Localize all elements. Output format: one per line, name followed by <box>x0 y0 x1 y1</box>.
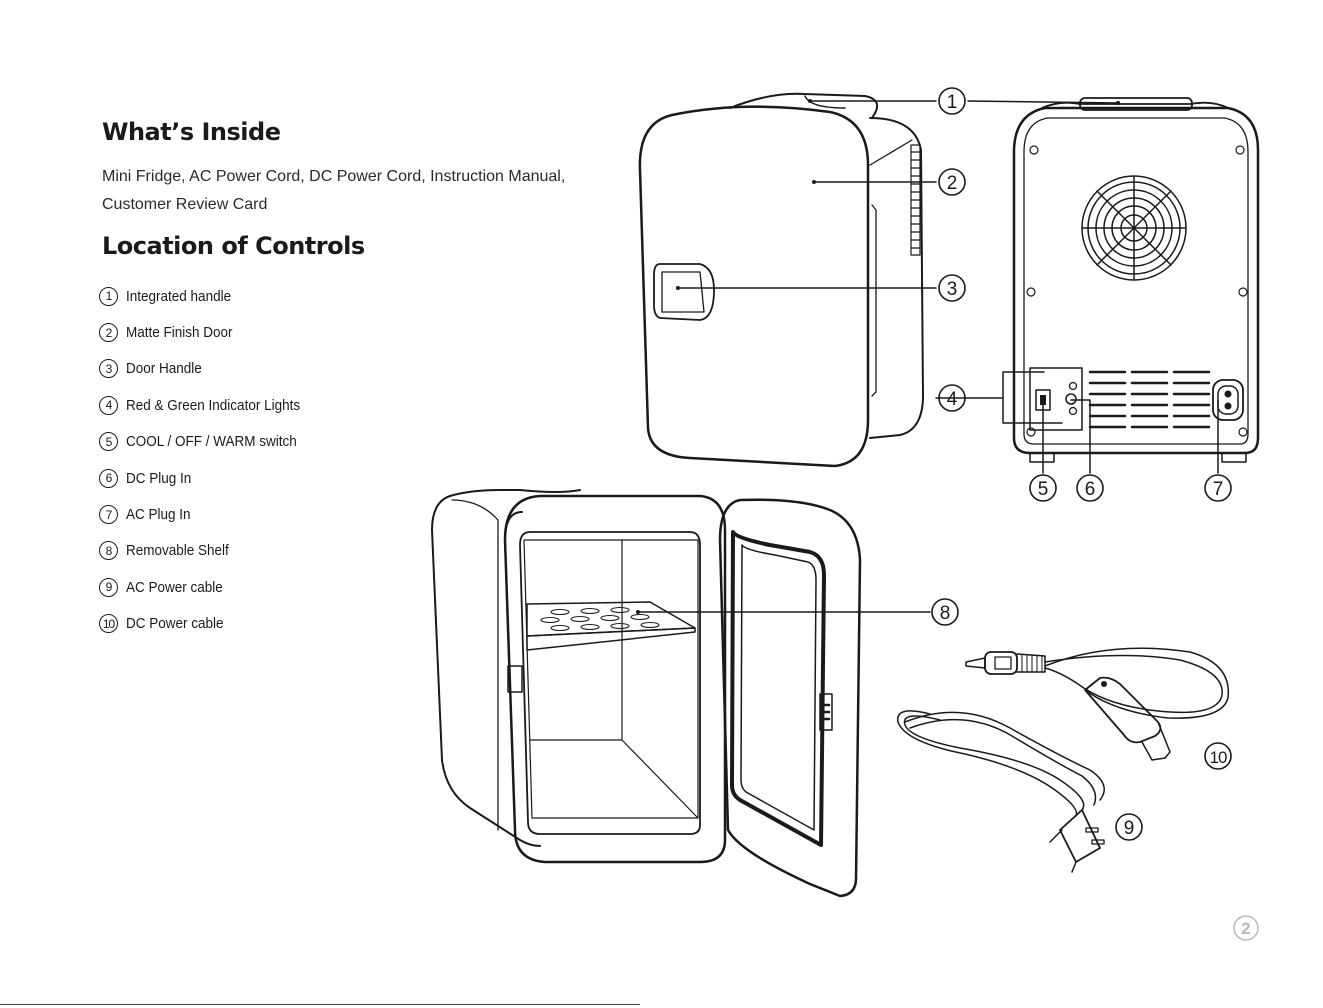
control-label: Integrated handle <box>126 287 232 305</box>
control-number: 9 <box>99 577 118 597</box>
callout-1-number: 1 <box>947 92 958 113</box>
control-item: 9 AC Power cable <box>99 569 319 605</box>
fridge-open-view <box>431 489 862 898</box>
control-label: DC Plug In <box>126 469 192 487</box>
callout-3: 3 <box>938 274 966 302</box>
control-number: 2 <box>99 323 118 343</box>
page-number-text: 2 <box>1241 919 1250 938</box>
fridge-front-view <box>638 92 924 468</box>
fridge-back-view <box>1012 97 1260 463</box>
control-number: 10 <box>99 614 118 634</box>
control-item: 1 Integrated handle <box>99 278 319 314</box>
control-label: Red & Green Indicator Lights <box>126 396 301 414</box>
control-label: Removable Shelf <box>126 542 229 560</box>
callout-6-number: 6 <box>1085 479 1096 500</box>
control-number: 3 <box>99 359 118 379</box>
callout-10-number: 10 <box>1210 748 1227 767</box>
whats-inside-heading: What’s Inside <box>102 118 281 146</box>
control-item: 6 DC Plug In <box>99 460 319 496</box>
control-number: 6 <box>99 468 118 488</box>
footer-divider <box>0 1004 640 1005</box>
callout-4-number: 4 <box>947 389 958 410</box>
control-number: 5 <box>99 432 118 452</box>
control-label: Matte Finish Door <box>126 324 233 342</box>
callout-3-number: 3 <box>947 279 958 300</box>
callout-4: 4 <box>938 384 966 412</box>
callout-2: 2 <box>938 168 966 196</box>
control-item: 2 Matte Finish Door <box>99 314 319 350</box>
control-number: 1 <box>99 286 118 306</box>
callout-leaders <box>637 100 1219 613</box>
callout-5-number: 5 <box>1038 479 1049 500</box>
callout-2-number: 2 <box>947 173 958 194</box>
location-of-controls-heading: Location of Controls <box>102 232 365 260</box>
control-item: 5 COOL / OFF / WARM switch <box>99 424 319 460</box>
control-item: 3 Door Handle <box>99 351 319 387</box>
callout-1: 1 <box>938 87 966 115</box>
control-item: 4 Red & Green Indicator Lights <box>99 387 319 423</box>
control-label: Door Handle <box>126 360 202 378</box>
whats-inside-text: Mini Fridge, AC Power Cord, DC Power Cor… <box>102 163 622 219</box>
whats-inside-line-2: Customer Review Card <box>102 196 268 213</box>
callout-8: 8 <box>931 598 959 626</box>
callout-10: 10 <box>1204 742 1232 770</box>
callout-7-number: 7 <box>1213 479 1224 500</box>
control-item: 7 AC Plug In <box>99 496 319 532</box>
control-label: DC Power cable <box>126 615 224 633</box>
callout-9: 9 <box>1115 813 1143 841</box>
callout-6: 6 <box>1076 474 1104 502</box>
control-item: 10 DC Power cable <box>99 606 319 642</box>
control-number: 4 <box>99 395 118 415</box>
callout-7: 7 <box>1204 474 1232 502</box>
control-label: AC Plug In <box>126 506 191 524</box>
ac-power-cable <box>897 710 1105 873</box>
dc-power-cable <box>965 647 1230 761</box>
callout-9-number: 9 <box>1124 818 1135 839</box>
callout-8-number: 8 <box>940 603 951 624</box>
control-label: COOL / OFF / WARM switch <box>126 433 297 451</box>
control-number: 7 <box>99 505 118 525</box>
control-item: 8 Removable Shelf <box>99 533 319 569</box>
page-number: 2 <box>1233 915 1259 941</box>
callout-5: 5 <box>1029 474 1057 502</box>
control-label: AC Power cable <box>126 578 223 596</box>
whats-inside-line-1: Mini Fridge, AC Power Cord, DC Power Cor… <box>102 168 566 185</box>
control-number: 8 <box>99 541 118 561</box>
